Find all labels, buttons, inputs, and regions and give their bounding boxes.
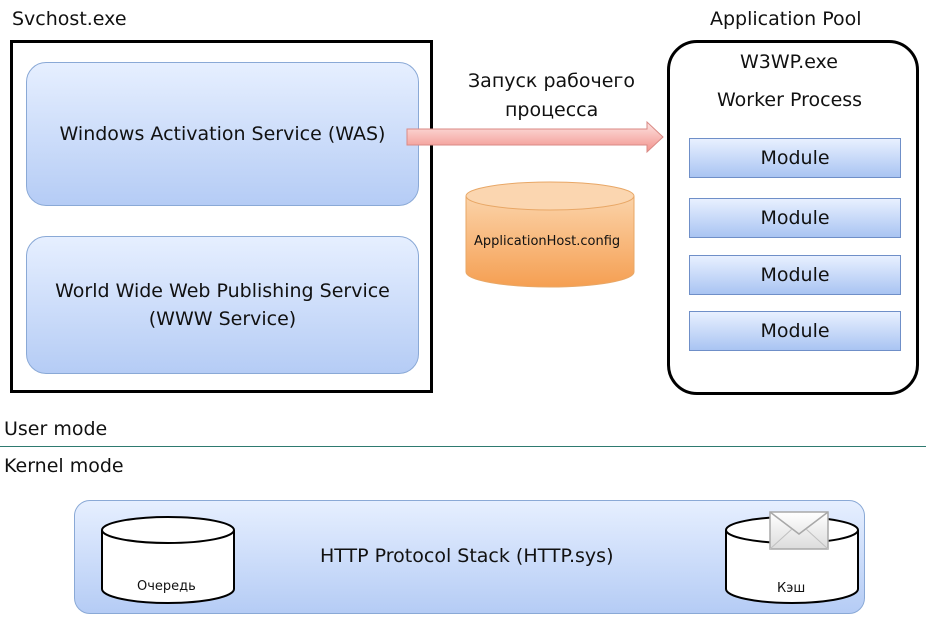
http-stack-label: HTTP Protocol Stack (HTTP.sys) [320, 545, 614, 567]
www-label-line2: (WWW Service) [148, 308, 297, 330]
config-cylinder [465, 181, 635, 288]
arrow-label-line2: процесса [505, 99, 599, 121]
worker-process-label: Worker Process [717, 89, 863, 111]
www-service-box: World Wide Web Publishing Service (WWW S… [26, 236, 419, 374]
queue-label: Очередь [137, 579, 196, 594]
svchost-title: Svchost.exe [12, 8, 127, 30]
kernel-mode-label: Kernel mode [4, 455, 124, 477]
application-pool-container [667, 40, 919, 395]
mode-divider [0, 446, 926, 447]
cache-label: Кэш [777, 581, 806, 596]
launch-arrow [406, 120, 664, 154]
module-box: Module [689, 311, 901, 351]
www-label-line1: World Wide Web Publishing Service [55, 279, 390, 302]
envelope-icon [769, 511, 829, 550]
module-box: Module [689, 198, 901, 238]
pool-title: Application Pool [710, 8, 862, 30]
module-box: Module [689, 255, 901, 295]
user-mode-label: User mode [4, 418, 108, 440]
config-label: ApplicationHost.config [474, 234, 621, 249]
arrow-label-line1: Запуск рабочего [468, 70, 636, 92]
was-label: Windows Activation Service (WAS) [59, 122, 386, 145]
was-box: Windows Activation Service (WAS) [26, 62, 419, 206]
queue-cylinder [101, 516, 235, 604]
svchost-container [10, 40, 433, 393]
w3wp-label: W3WP.exe [740, 51, 838, 73]
module-box: Module [689, 138, 901, 178]
